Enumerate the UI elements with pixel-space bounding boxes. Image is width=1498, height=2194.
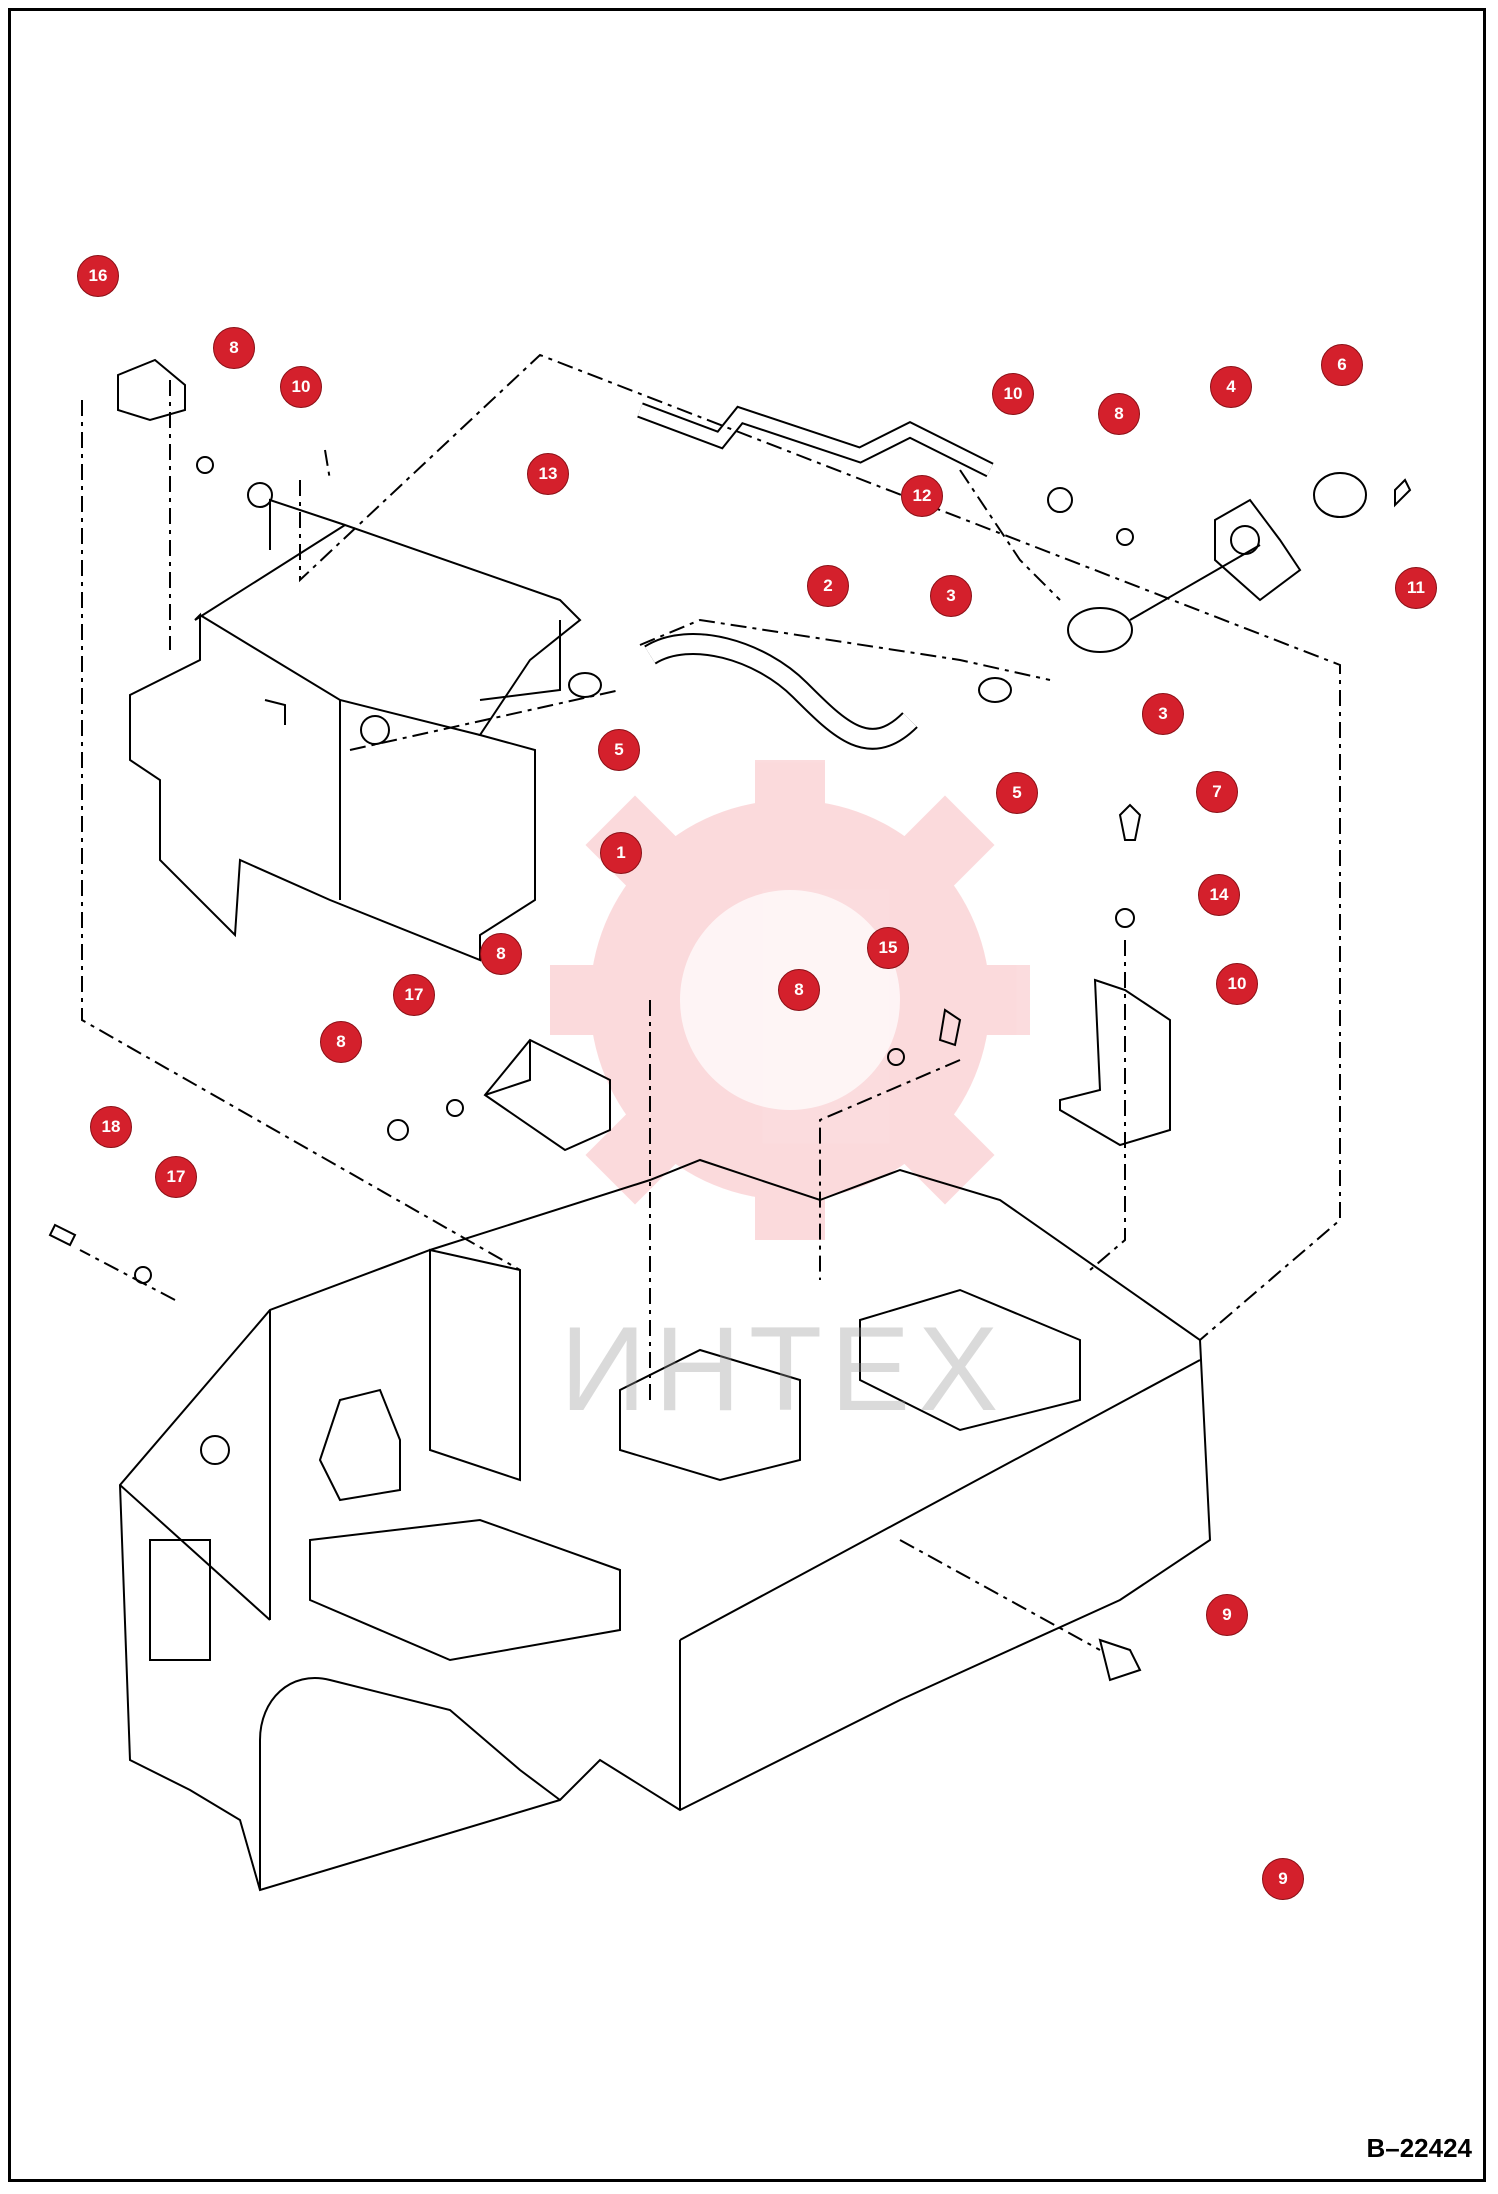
callout-17: 15 (867, 927, 909, 969)
callout-8: 8 (778, 969, 820, 1011)
assembly-lines (79, 353, 1341, 1651)
callout-16: 16 (77, 255, 119, 297)
fuel-tank (129, 523, 582, 962)
callout-8: 8 (213, 327, 255, 369)
callout-8: 14 (1198, 874, 1240, 916)
callout-5: 5 (996, 772, 1038, 814)
callout-17: 18 (90, 1106, 132, 1148)
callout-6: 6 (1321, 344, 1363, 386)
drawing-code: B–22424 (1366, 2133, 1472, 2163)
callout-11: 11 (1395, 567, 1437, 609)
callout-7: 7 (1196, 771, 1238, 813)
callout-9: 17 (155, 1156, 197, 1198)
callout-10: 8 (320, 1021, 362, 1063)
bracket-15 (483, 1038, 611, 1152)
callout-18: 10 (1216, 963, 1258, 1005)
callout-8: 8 (1098, 393, 1140, 435)
callout-13: 13 (527, 453, 569, 495)
filler-hose (644, 633, 918, 750)
callout-15: 8 (480, 933, 522, 975)
callout-12: 12 (901, 475, 943, 517)
callout-14: 9 (1262, 1858, 1304, 1900)
line-art (48, 358, 1412, 1892)
callout-8: 17 (393, 974, 435, 1016)
callout-3: 3 (1142, 693, 1184, 735)
callout-2: 2 (807, 565, 849, 607)
callout-9: 9 (1206, 1594, 1248, 1636)
bracket-18 (1059, 978, 1171, 1147)
callout-10: 10 (280, 366, 322, 408)
callout-4: 4 (1210, 366, 1252, 408)
callout-10: 10 (992, 373, 1034, 415)
machine-frame (118, 1158, 1212, 1892)
callout-3: 3 (930, 575, 972, 617)
callout-5: 5 (598, 729, 640, 771)
callout-1: 1 (600, 832, 642, 874)
watermark-text: ИНТЕХ (560, 1302, 1007, 1436)
watermark-gear-logo (550, 760, 1030, 1240)
drawing-frame (8, 8, 1486, 2182)
